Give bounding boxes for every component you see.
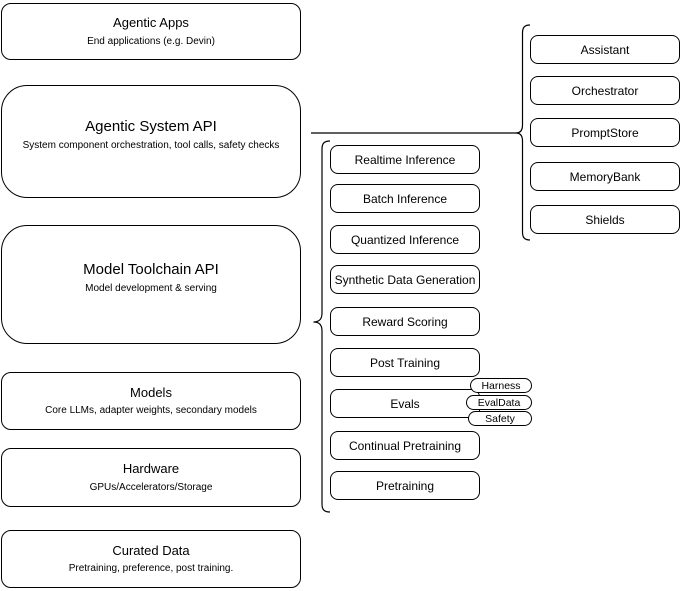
node-continual-pretraining: Continual Pretraining [330,431,480,460]
node-label: Quantized Inference [350,232,460,247]
node-subtitle: System component orchestration, tool cal… [22,140,280,152]
node-subtitle: Core LLMs, adapter weights, secondary mo… [45,405,257,417]
pill-label: Harness [481,379,521,392]
node-label: Shields [585,212,625,227]
node-curated-data: Curated Data Pretraining, preference, po… [1,530,301,588]
node-title: Models [130,384,172,400]
node-label: Assistant [580,42,630,57]
node-title: Agentic Apps [113,15,189,31]
system-components-brace [515,24,531,241]
node-quantized-inference: Quantized Inference [330,225,480,254]
node-title: Model Toolchain API [83,260,219,278]
node-label: Continual Pretraining [348,438,462,453]
node-label: MemoryBank [569,169,641,184]
node-agentic-system-api: Agentic System API System component orch… [1,85,301,198]
node-shields: Shields [530,205,680,234]
node-orchestrator: Orchestrator [530,76,680,105]
node-subtitle: Model development & serving [85,283,217,295]
node-label: Orchestrator [571,83,639,98]
toolchain-brace [313,140,331,513]
node-memorybank: MemoryBank [530,162,680,191]
node-subtitle: End applications (e.g. Devin) [87,35,215,47]
node-assistant: Assistant [530,35,680,64]
node-pretraining: Pretraining [330,471,480,500]
node-subtitle: GPUs/Accelerators/Storage [89,481,213,493]
pill-harness: Harness [470,378,532,393]
node-model-toolchain-api: Model Toolchain API Model development & … [1,225,301,344]
node-label: Evals [390,396,420,411]
node-synthetic-data-generation: Synthetic Data Generation [330,265,480,294]
node-evals: Evals [330,389,480,418]
node-batch-inference: Batch Inference [330,184,480,213]
node-subtitle: Pretraining, preference, post training. [68,563,234,575]
pill-label: EvalData [477,396,521,409]
node-agentic-apps: Agentic Apps End applications (e.g. Devi… [1,3,301,60]
node-hardware: Hardware GPUs/Accelerators/Storage [1,448,301,507]
node-reward-scoring: Reward Scoring [330,307,480,336]
node-label: PromptStore [571,125,639,140]
node-post-training: Post Training [330,348,480,377]
node-label: Reward Scoring [362,314,448,329]
node-label: Batch Inference [362,191,448,206]
node-label: Post Training [369,355,441,370]
node-models: Models Core LLMs, adapter weights, secon… [1,372,301,430]
node-realtime-inference: Realtime Inference [330,145,480,174]
pill-label: Safety [485,412,515,425]
node-title: Curated Data [112,542,190,558]
node-label: Synthetic Data Generation [334,272,476,287]
node-title: Hardware [122,461,180,477]
node-title: Agentic System API [85,117,217,135]
node-label: Pretraining [375,478,435,493]
node-label: Realtime Inference [354,152,456,167]
pill-evaldata: EvalData [466,395,532,410]
pill-safety: Safety [468,411,532,426]
node-promptstore: PromptStore [530,118,680,147]
